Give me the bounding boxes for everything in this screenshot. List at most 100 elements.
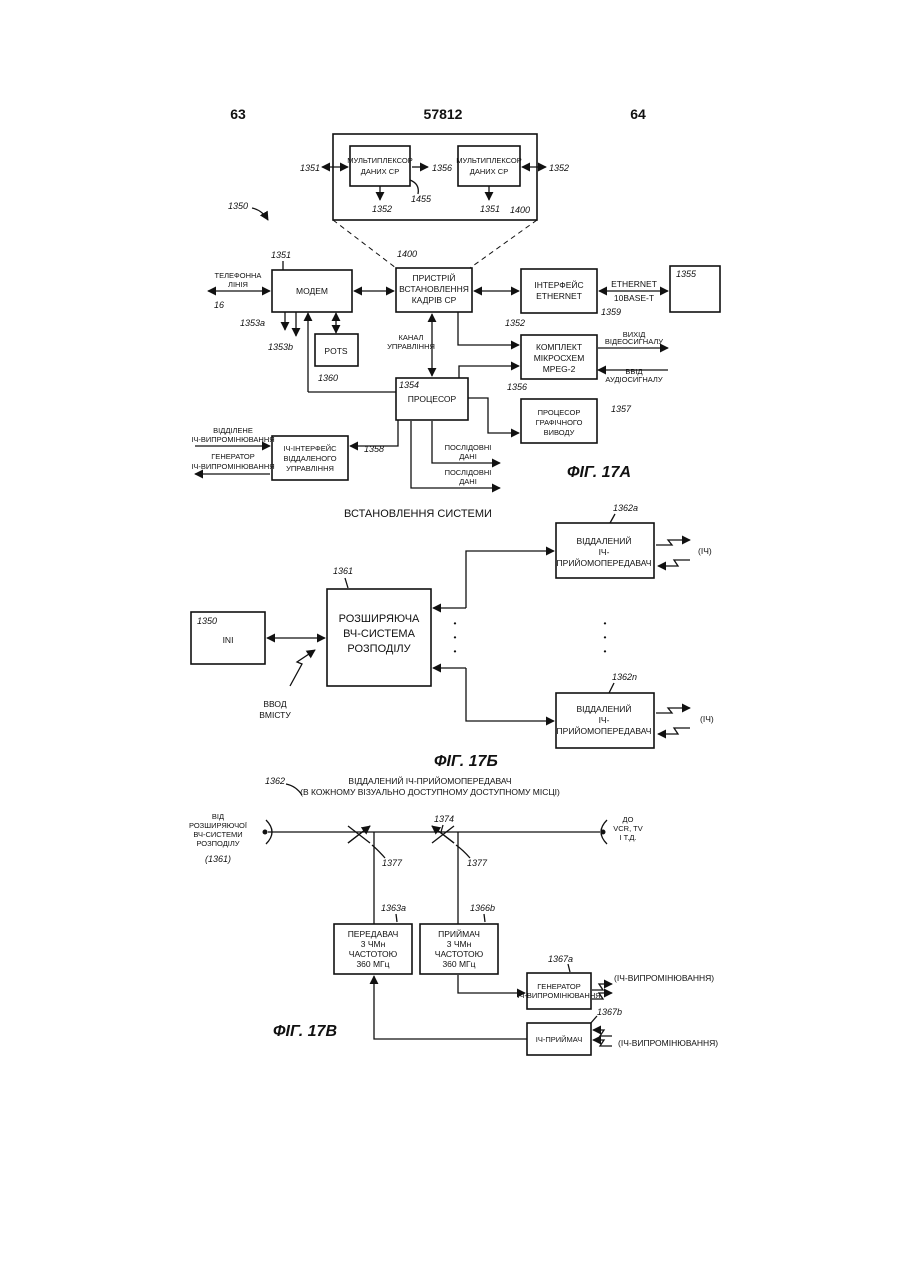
remote-a-line-2: ІЧ- bbox=[599, 547, 610, 557]
ref-1359: 1359 bbox=[601, 307, 621, 317]
leader-1366b bbox=[484, 914, 485, 922]
remote-a-line-1: ВІДДАЛЕНИЙ bbox=[576, 535, 631, 546]
phone-line-2: ЛІНІЯ bbox=[228, 280, 248, 289]
ellipsis-dots-left: • bbox=[454, 618, 457, 628]
input-connector-dot bbox=[263, 830, 268, 835]
mux-1-line-1: МУЛЬТИПЛЕКСОР bbox=[347, 156, 413, 165]
figure-17b: ВСТАНОВЛЕННЯ СИСТЕМИ 1350 INI 1361 РОЗШИ… bbox=[191, 503, 714, 770]
dist-to-remote-a bbox=[466, 551, 554, 608]
figure-17c-label: ФІГ. 17В bbox=[273, 1023, 337, 1040]
ir-output-2-label: (ІЧ-ВИПРОМІНЮВАННЯ) bbox=[618, 1038, 718, 1048]
remote-a-line-3: ПРИЙОМОПЕРЕДАВАЧ bbox=[557, 557, 652, 568]
mux-2-line-1: МУЛЬТИПЛЕКСОР bbox=[456, 156, 522, 165]
ellipsis-dots-right-2: • bbox=[604, 632, 607, 642]
figure-17c: 1362 ВІДДАЛЕНИЙ ІЧ-ПРИЙОМОПЕРЕДАВАЧ (В К… bbox=[189, 775, 718, 1055]
dist-line-3: РОЗПОДІЛУ bbox=[347, 643, 411, 655]
ref-1361: 1361 bbox=[333, 566, 353, 576]
dist-to-remote-n bbox=[466, 668, 554, 721]
ref-1351: 1351 bbox=[271, 250, 291, 260]
ir-n-in bbox=[658, 728, 690, 734]
ellipsis-dots-left-3: • bbox=[454, 646, 457, 656]
serial-data-1-line-1: ПОСЛІДОВНІ bbox=[445, 443, 492, 452]
ref-1377b: 1377 bbox=[467, 858, 488, 868]
pots-label: POTS bbox=[324, 346, 347, 356]
ref-1352-down: 1352 bbox=[372, 204, 392, 214]
page-number-left: 63 bbox=[230, 106, 246, 122]
rx-line-2: 3 ЧМн bbox=[447, 939, 472, 949]
mux-1-line-2: ДАНИХ СР bbox=[361, 167, 399, 176]
serial-data-1-line-2: ДАНІ bbox=[459, 452, 477, 461]
proc-to-ir bbox=[350, 420, 398, 446]
remote-n-line-3: ПРИЙОМОПЕРЕДАВАЧ bbox=[557, 725, 652, 736]
ir-a-in bbox=[658, 560, 690, 566]
leader-1374 bbox=[441, 825, 443, 832]
rx-line-3: ЧАСТОТОЮ bbox=[435, 949, 484, 959]
ref-1352-zoom: 1352 bbox=[549, 163, 569, 173]
remote-ir-2: ІЧ-ВИПРОМІНЮВАННЯ bbox=[191, 435, 274, 444]
ref-1355: 1355 bbox=[676, 269, 697, 279]
document-number: 57812 bbox=[424, 106, 463, 122]
page-number-right: 64 bbox=[630, 106, 646, 122]
serial-data-2-line-2: ДАНІ bbox=[459, 477, 477, 486]
ellipsis-dots-right-3: • bbox=[604, 646, 607, 656]
ir-rx-in-1 bbox=[593, 1030, 612, 1036]
gfx-line-1: ПРОЦЕСОР bbox=[538, 408, 581, 417]
ref-1362a: 1362a bbox=[613, 503, 638, 513]
ellipsis-dots-right: • bbox=[604, 618, 607, 628]
leader-1350 bbox=[252, 208, 268, 220]
audio-in-2: АУДІОСИГНАЛУ bbox=[605, 375, 662, 384]
ethernet-interface-line-2: ETHERNET bbox=[536, 291, 582, 301]
modem-label: МОДЕМ bbox=[296, 286, 328, 296]
ref-16: 16 bbox=[214, 300, 224, 310]
leader-1367a bbox=[568, 964, 570, 972]
ref-1455: 1455 bbox=[411, 194, 432, 204]
ir-iface-line-2: ВІДДАЛЕНОГО bbox=[283, 454, 336, 463]
ref-1362n: 1362n bbox=[612, 672, 637, 682]
frame-device-line-1: ПРИСТРІЙ bbox=[412, 272, 455, 283]
ref-1400: 1400 bbox=[397, 249, 417, 259]
remote-n-line-1: ВІДДАЛЕНИЙ bbox=[576, 703, 631, 714]
mpeg-line-1: КОМПЛЕКТ bbox=[536, 342, 582, 352]
remote-ir-1: ВІДДІЛЕНЕ bbox=[213, 426, 253, 435]
ref-1366b: 1366b bbox=[470, 903, 495, 913]
mpeg-line-3: MPEG-2 bbox=[543, 364, 576, 374]
frame-device-line-3: КАДРІВ СР bbox=[412, 295, 457, 305]
ref-1361-c: (1361) bbox=[205, 854, 231, 864]
frame-device-line-2: ВСТАНОВЛЕННЯ bbox=[399, 284, 469, 294]
ir-gen-line-2: ІЧ-ВИПРОМІНЮВАННЯ bbox=[517, 991, 600, 1000]
ref-1367b: 1367b bbox=[597, 1007, 622, 1017]
ref-1353a: 1353a bbox=[240, 318, 265, 328]
dist-line-1: РОЗШИРЯЮЧА bbox=[339, 613, 420, 625]
ref-1353b: 1353b bbox=[268, 342, 293, 352]
from-line-4: РОЗПОДІЛУ bbox=[196, 839, 239, 848]
remote-title-line-1: ВІДДАЛЕНИЙ ІЧ-ПРИЙОМОПЕРЕДАВАЧ bbox=[348, 775, 511, 786]
system-setup-title: ВСТАНОВЛЕННЯ СИСТЕМИ bbox=[344, 508, 492, 520]
ref-1362: 1362 bbox=[265, 776, 285, 786]
10base-t-label: 10BASE-T bbox=[614, 293, 654, 303]
ellipsis-dots-left-2: • bbox=[454, 632, 457, 642]
ethernet-interface-line-1: ІНТЕРФЕЙС bbox=[534, 279, 583, 290]
figure-17b-label: ФІГ. 17Б bbox=[434, 753, 498, 770]
proc-to-gfx bbox=[468, 398, 519, 433]
to-line-1: ДО bbox=[623, 815, 634, 824]
ref-1352: 1352 bbox=[505, 318, 525, 328]
zoom-guide-left bbox=[333, 220, 396, 268]
content-input-line-2: ВМІСТУ bbox=[259, 710, 291, 720]
content-input-line-1: ВВОД bbox=[263, 699, 286, 709]
mux-box-2 bbox=[458, 146, 520, 186]
mux-box-1 bbox=[350, 146, 410, 186]
serial-data-2-line-1: ПОСЛІДОВНІ bbox=[445, 468, 492, 477]
ref-1367a: 1367a bbox=[548, 954, 573, 964]
ir-gen-2: ІЧ-ВИПРОМІНЮВАННЯ bbox=[191, 462, 274, 471]
ref-1377a: 1377 bbox=[382, 858, 403, 868]
output-connector-dot bbox=[601, 830, 606, 835]
mpeg-line-2: МІКРОСХЕМ bbox=[534, 353, 585, 363]
ir-n-label: (ІЧ) bbox=[700, 714, 714, 724]
ir-a-label: (ІЧ) bbox=[698, 546, 712, 556]
figure-17a-label: ФІГ. 17А bbox=[567, 464, 631, 481]
ref-1374: 1374 bbox=[434, 814, 454, 824]
ref-1351-down: 1351 bbox=[480, 204, 500, 214]
control-channel-1: КАНАЛ bbox=[399, 333, 424, 342]
rx-line-1: ПРИЙМАЧ bbox=[438, 928, 480, 939]
